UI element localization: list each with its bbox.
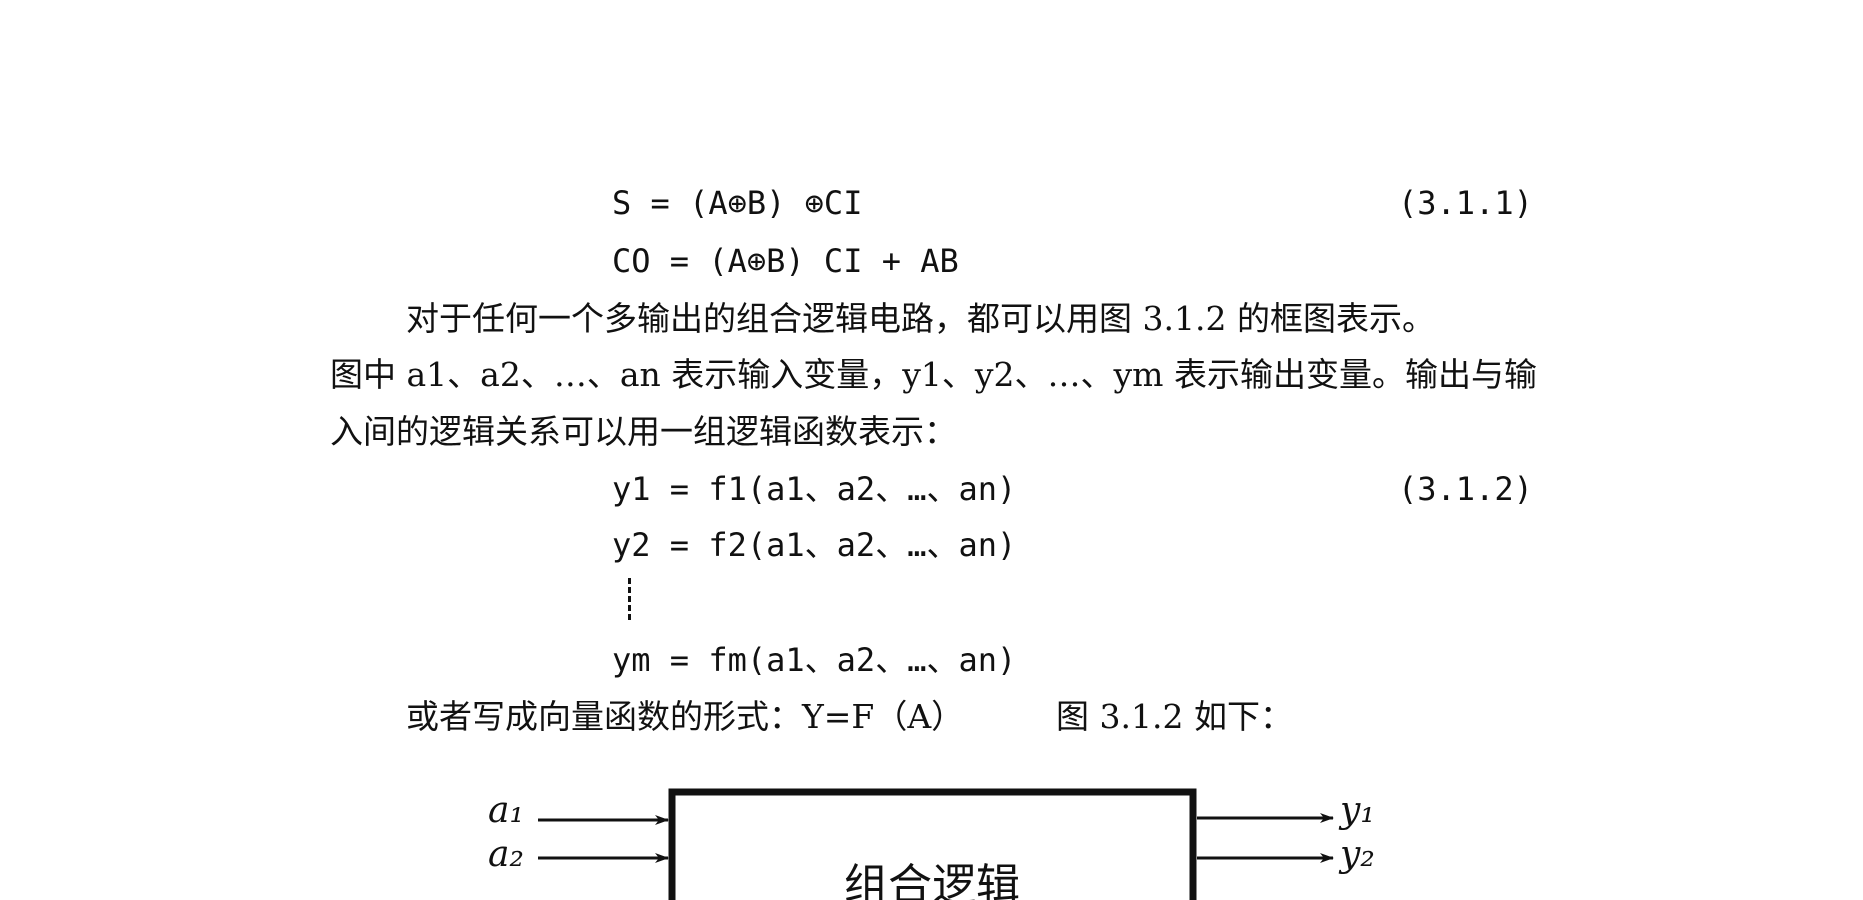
equation-ym: ym = fm(a1、a2、…、an): [612, 641, 1017, 679]
input-label-a2: a₂: [488, 834, 524, 875]
paragraph-line-1: 对于任何一个多输出的组合逻辑电路，都可以用图 3.1.2 的框图表示。: [406, 299, 1435, 338]
paragraph-line-2: 图中 a1、a2、…、an 表示输入变量，y1、y2、…、ym 表示输出变量。输…: [330, 355, 1537, 394]
vector-form-text: 或者写成向量函数的形式：Y=F（A）: [406, 697, 965, 736]
output-label-y2: y₂: [1338, 834, 1375, 875]
input-label-a1: a₁: [488, 790, 524, 831]
logic-box: [668, 788, 1197, 900]
equation-number-3-1-2: (3.1.2): [1398, 470, 1533, 508]
logic-box-label: 组合逻辑: [844, 860, 1020, 900]
equation-y1: y1 = f1(a1、a2、…、an): [612, 470, 1017, 508]
vertical-ellipsis: [628, 578, 635, 620]
equation-s: S = (A⊕B) ⊕CI: [612, 184, 863, 222]
output-label-y1: y₁: [1338, 790, 1375, 831]
equation-y2: y2 = f2(a1、a2、…、an): [612, 526, 1017, 564]
figure-reference: 图 3.1.2 如下：: [1056, 697, 1293, 736]
equation-co: CO = (A⊕B) CI + AB: [612, 242, 959, 280]
paragraph-line-3: 入间的逻辑关系可以用一组逻辑函数表示：: [330, 412, 957, 451]
equation-number-3-1-1: (3.1.1): [1398, 184, 1533, 222]
